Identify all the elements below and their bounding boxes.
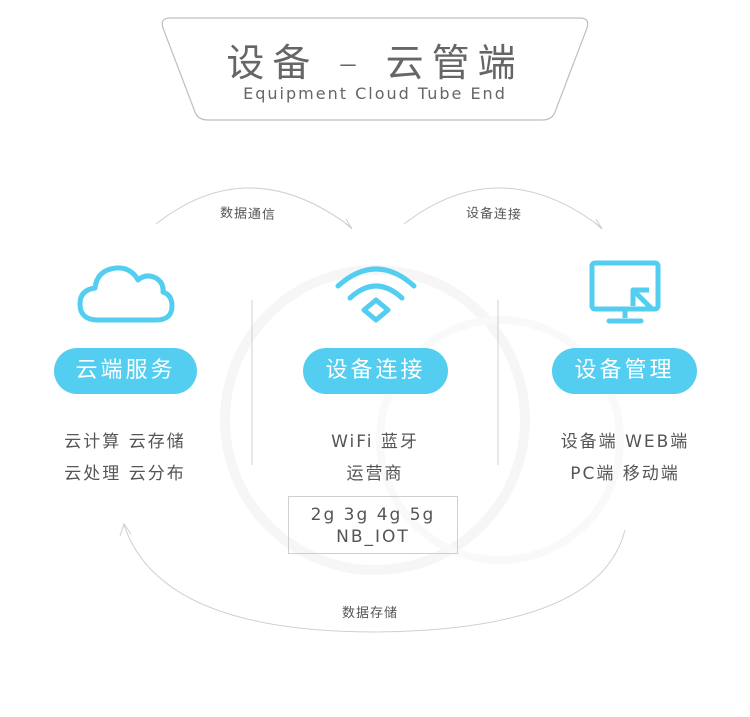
network-line-1: 2g 3g 4g 5g: [310, 505, 436, 525]
cloud-feature-line-2: 云处理 云分布: [64, 464, 186, 484]
flow-arrow-bottom: [119, 522, 626, 633]
page-subtitle: Equipment Cloud Tube End: [243, 84, 507, 103]
network-line-2: NB_IOT: [336, 527, 410, 547]
cloud-service-badge: 云端服务: [54, 348, 197, 394]
flow-label-data-communication: 数据通信: [219, 206, 277, 223]
management-feature-line-2: PC端 移动端: [570, 464, 680, 484]
flow-arrow-top-left: [155, 187, 353, 230]
cloud-icon: [77, 265, 175, 323]
connection-features: WiFi 蓝牙 运营商: [280, 426, 470, 490]
network-types-box: 2g 3g 4g 5g NB_IOT: [288, 496, 458, 554]
wifi-icon: [335, 266, 417, 323]
management-feature-line-1: 设备端 WEB端: [560, 432, 690, 452]
device-connection-badge: 设备连接: [303, 348, 448, 394]
flow-arrow-top-right: [403, 187, 603, 230]
management-features: 设备端 WEB端 PC端 移动端: [530, 426, 720, 490]
monitor-icon: [589, 260, 661, 324]
page-title: 设备 – 云管端: [226, 41, 524, 85]
flow-label-data-storage: 数据存储: [342, 606, 399, 621]
device-management-badge: 设备管理: [552, 348, 697, 394]
cloud-service-features: 云计算 云存储 云处理 云分布: [30, 426, 220, 490]
cloud-feature-line-1: 云计算 云存储: [64, 432, 186, 452]
connection-feature-line-2: 运营商: [346, 464, 404, 484]
connection-feature-line-1: WiFi 蓝牙: [331, 432, 419, 452]
flow-label-device-connection: 设备连接: [465, 206, 523, 223]
